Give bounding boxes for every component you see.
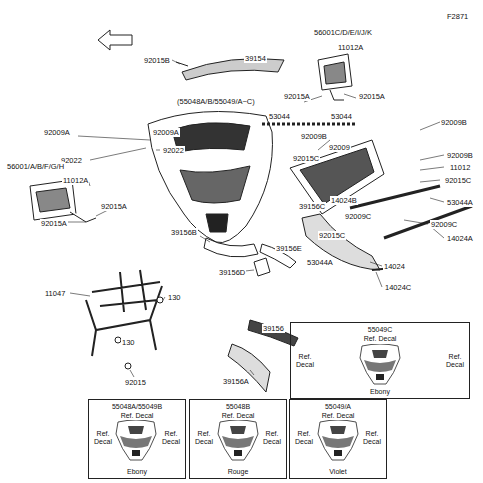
callout-number: 92015B <box>143 56 171 65</box>
decal-note: Ref. Decal <box>89 412 185 420</box>
callout-number: 92009A <box>152 128 180 137</box>
duct <box>206 214 228 232</box>
lower-panel <box>302 214 380 270</box>
piece-39156b <box>204 238 258 257</box>
decal-panel: 55048A/55049BRef. DecalRef. DecalRef. De… <box>88 399 186 479</box>
callout-number: 92015C <box>444 176 472 185</box>
stay-bracket <box>86 270 162 356</box>
decal-note: Ref. Decal <box>294 353 316 369</box>
decal-note: Ref. Decal <box>291 335 469 343</box>
callout-number: 11012A <box>62 176 89 185</box>
callout-number: 39156B <box>170 228 198 237</box>
callout-number: 130 <box>167 293 182 302</box>
callout-number: 92009C <box>430 220 458 229</box>
callout-number: 92009A <box>43 128 71 137</box>
callout-number: 92015A <box>283 92 311 101</box>
decal-panel: 55049CRef. DecalRef. DecalRef. DecalEbon… <box>290 322 470 399</box>
decal-note: Ref. Decal <box>290 412 386 420</box>
callout-number: 53044 <box>330 112 353 121</box>
callout-number: 39156A <box>222 377 250 386</box>
decal-note: Ref. Decal <box>261 430 283 446</box>
decal-note: Ref. Decal <box>193 430 215 446</box>
callout-number: 53044 <box>268 112 291 121</box>
piece-39156d <box>254 258 270 276</box>
windscreen <box>182 59 284 81</box>
callout-number: 92015A <box>358 92 386 101</box>
part-number: 55048B <box>190 403 286 411</box>
color-name: Violet <box>290 468 386 476</box>
front-arrow <box>98 30 132 50</box>
left-mirror <box>30 180 76 220</box>
mirror-stem <box>70 212 96 222</box>
callout-number: 92015 <box>124 378 147 387</box>
decal-panel: 55049/ARef. DecalRef. DecalRef. DecalVio… <box>289 399 387 479</box>
decal-note: Ref. Decal <box>190 412 286 420</box>
callout-number: 14024A <box>446 234 474 243</box>
color-name: Ebony <box>89 468 185 476</box>
callout-number: (55048A/B/55049/A~C) <box>176 97 256 106</box>
bolt <box>157 297 163 303</box>
nut <box>125 363 131 369</box>
callout-number: 11012 <box>449 163 471 172</box>
cowl-panel <box>180 166 250 203</box>
callout-number: 92015C <box>318 231 346 240</box>
callout-number: 39154 <box>244 54 267 63</box>
callout-number: 53044A <box>446 198 474 207</box>
part-number: 55048A/55049B <box>89 403 185 411</box>
callout-number: 11012A <box>337 43 364 52</box>
callout-number: F2871 <box>446 12 469 21</box>
callout-number: 130 <box>121 338 136 347</box>
color-name: Rouge <box>190 468 286 476</box>
part-number: 55049/A <box>290 403 386 411</box>
callout-number: 39156C <box>298 202 326 211</box>
callout-number: 92009B <box>446 151 474 160</box>
trim-strip <box>262 123 356 126</box>
callout-number: 39156D <box>218 268 246 277</box>
callout-number: 92009C <box>344 212 372 221</box>
callout-number: 39156E <box>275 244 303 253</box>
callout-number: 14024B <box>330 196 358 205</box>
callout-number: 56001C/D/E/I/J/K <box>313 28 373 37</box>
callout-number: 92022 <box>162 146 185 155</box>
upper-cowl <box>148 112 272 243</box>
callout-number: 14024C <box>384 283 412 292</box>
callout-number: 11047 <box>44 289 66 298</box>
right-mirror <box>318 54 352 90</box>
callout-number: 92009B <box>440 118 468 127</box>
mirror-stem <box>330 90 344 100</box>
callout-number: 92015A <box>100 202 128 211</box>
decal-note: Ref. Decal <box>361 430 383 446</box>
mirror-glass <box>36 188 70 212</box>
decal-figures <box>116 344 400 460</box>
part-number: 55049C <box>291 326 469 334</box>
front-arrow-shape <box>98 30 132 50</box>
decal-note: Ref. Decal <box>92 430 114 446</box>
decal-note: Ref. Decal <box>444 353 466 369</box>
decal-panel: 55048BRef. DecalRef. DecalRef. DecalRoug… <box>189 399 287 479</box>
decal-note: Ref. Decal <box>160 430 182 446</box>
callout-number: 14024 <box>383 262 406 271</box>
callout-number: 92009B <box>300 132 328 141</box>
callout-number: 53044A <box>306 258 334 267</box>
callout-number: 92015A <box>40 219 68 228</box>
mirror-glass <box>324 62 346 84</box>
callout-number: 56001/A/B/F/G/H <box>6 162 65 171</box>
callout-number: 92009 <box>328 143 351 152</box>
trim-strip <box>350 186 440 208</box>
decal-note: Ref. Decal <box>293 430 315 446</box>
callout-number: 92015C <box>292 154 320 163</box>
color-name: Ebony <box>291 388 469 396</box>
callout-number: 39156 <box>262 324 285 333</box>
